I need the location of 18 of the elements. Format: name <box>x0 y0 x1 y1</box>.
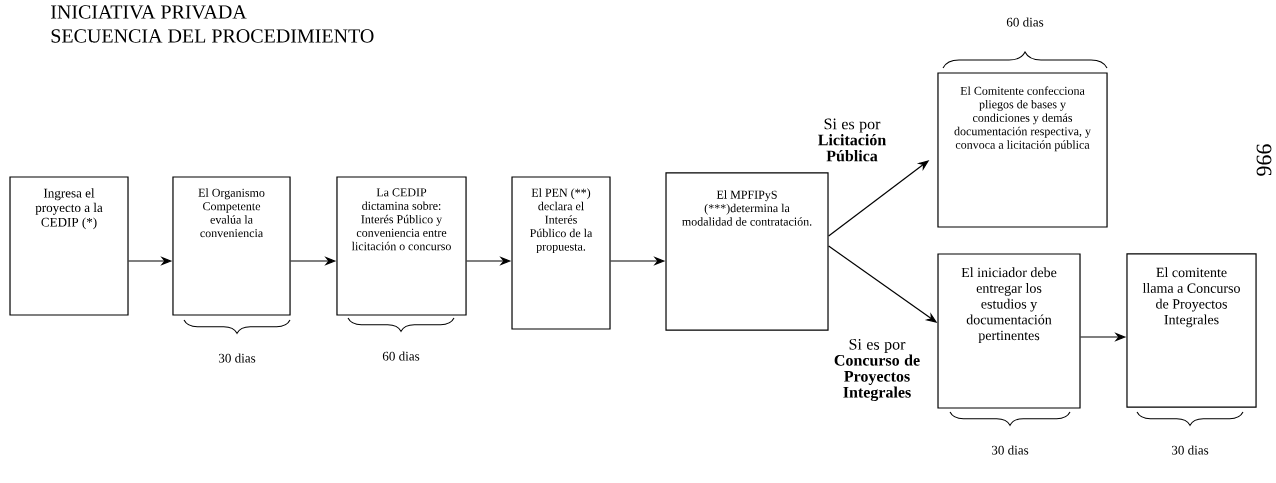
process-box: El PEN (**) declara el Interés Público de la propuesta. <box>511 176 611 330</box>
process-box: El iniciador debe entregar los estudios y documentación pertinentes <box>937 253 1081 409</box>
subtitle: SECUENCIA DEL PROCEDIMIENTO <box>51 29 374 43</box>
process-box: El Organismo Competente evalúa la conveniencia <box>172 176 291 316</box>
process-box: El comitente llama a Concurso de Proyectos Integrales <box>1126 253 1257 408</box>
duration-label: 60 dias <box>1006 17 1044 27</box>
duration-label: 60 dias <box>382 351 420 361</box>
edge-label: Si es por Licitación Pública <box>802 117 902 163</box>
duration-label: 30 dias <box>1171 445 1209 455</box>
duration-label: 30 dias <box>991 445 1029 455</box>
process-box: El Comitente confecciona pliegos de bases y condiciones y demás documentación respectiva, y convoca a licitación pública <box>937 72 1108 228</box>
duration-label: 30 dias <box>218 353 256 363</box>
process-box: El MPFIPyS (***)determina la modalidad de contratación. <box>665 172 829 331</box>
process-box: Ingresa el proyecto a la CEDIP (*) <box>9 176 129 316</box>
edge-label: Si es por Concurso de Proyectos Integrales <box>827 337 927 403</box>
process-box: La CEDIP dictamina sobre: Interés Público y conveniencia entre licitación o concurso <box>336 176 467 316</box>
page-number: 996 <box>1256 144 1272 176</box>
title: INICIATIVA PRIVADA <box>51 5 247 19</box>
